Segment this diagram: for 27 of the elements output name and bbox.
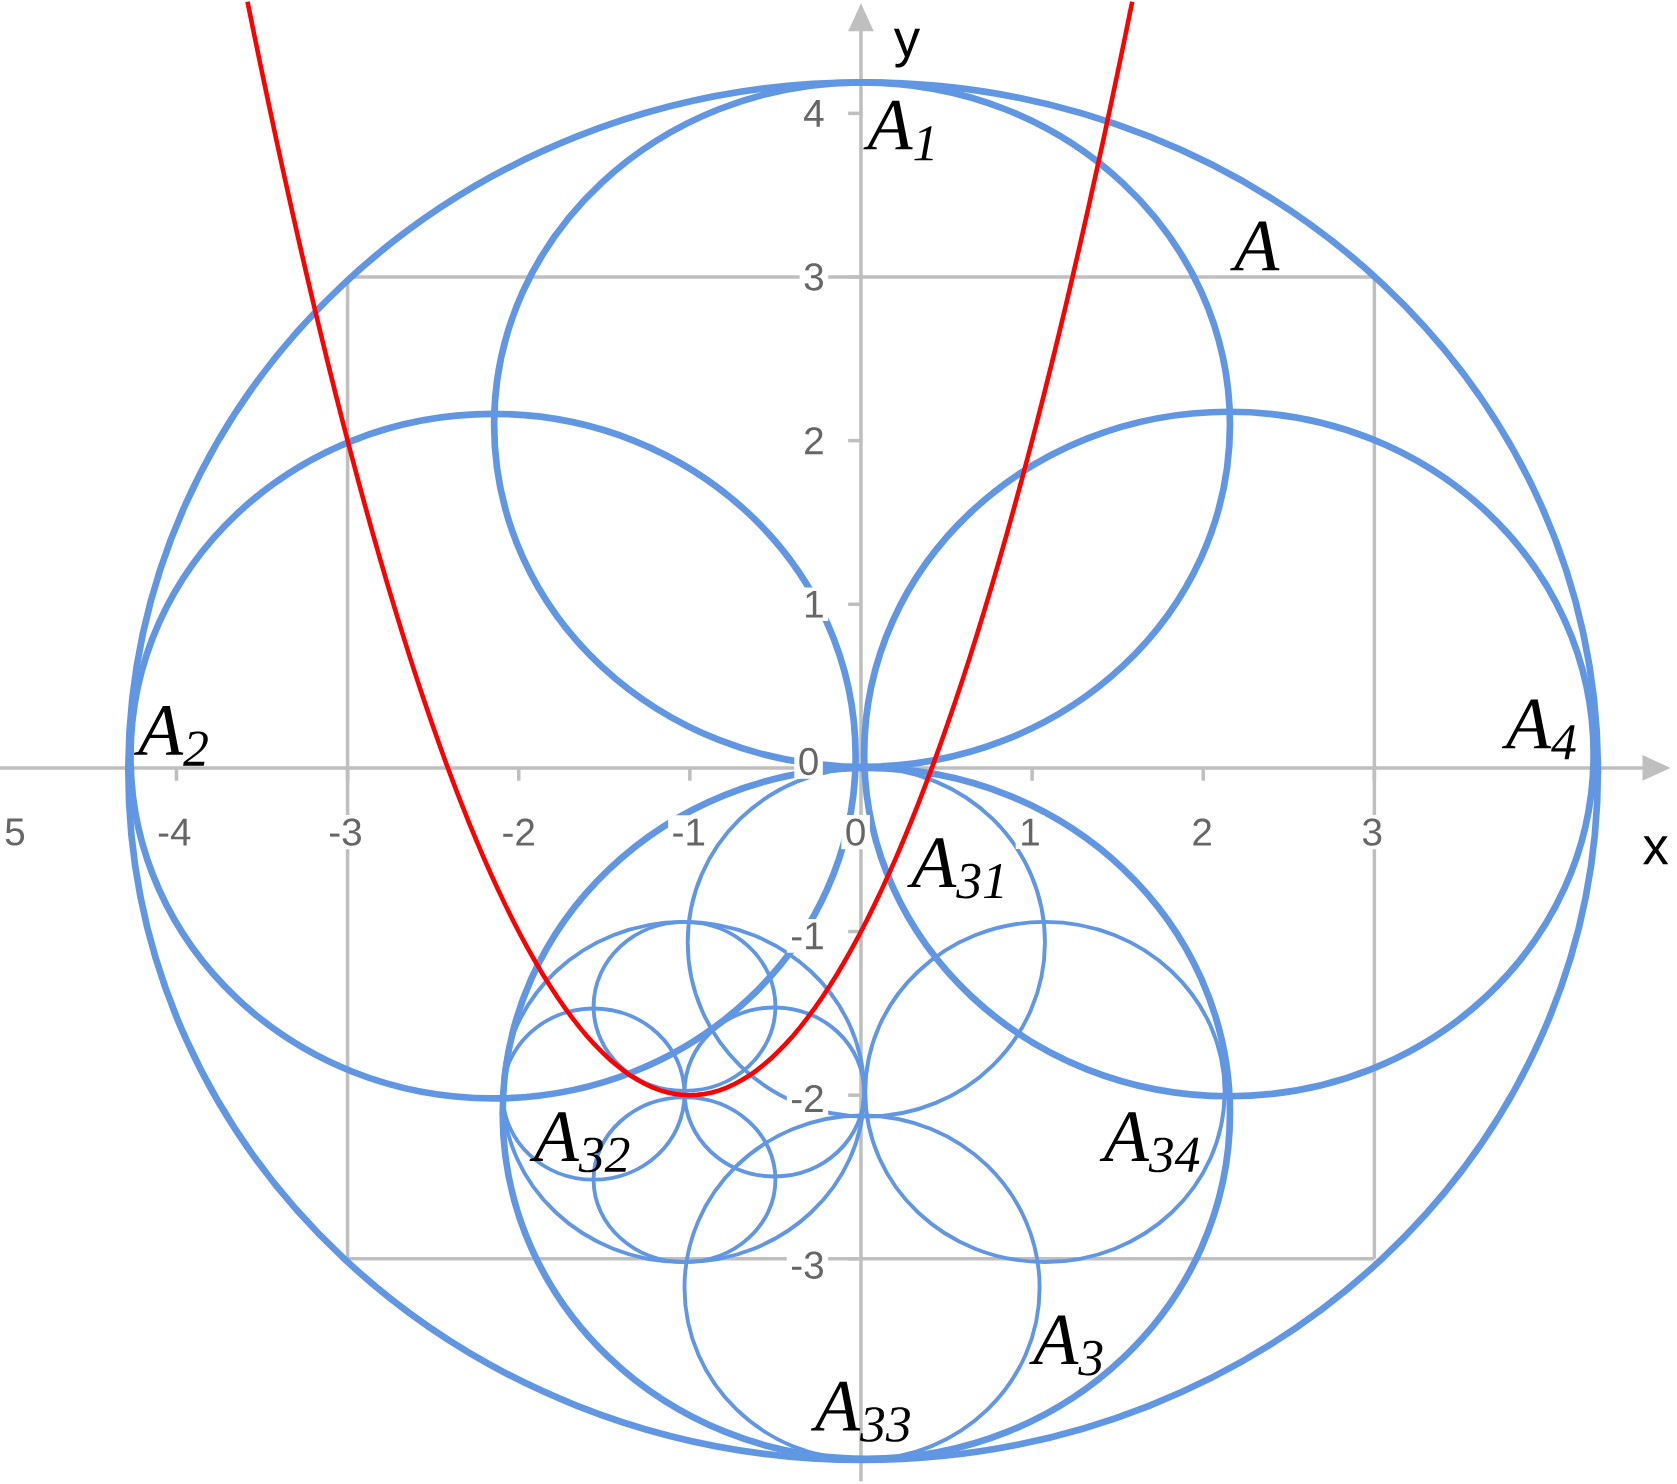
tick-label: 3 (799, 259, 829, 294)
tick-label: -3 (324, 814, 367, 850)
tick-label: 0 (841, 814, 870, 850)
curve-label: A$_{34}$ (1099, 1111, 1200, 1173)
tick-label: 4 (799, 96, 829, 130)
axis-label: y (893, 28, 921, 68)
axis-label: x (1643, 836, 1669, 864)
tick-label: -2 (498, 814, 540, 849)
tick-label: 3 (1357, 814, 1387, 850)
tick-label: 1 (1015, 815, 1045, 849)
tick-label: 2 (799, 423, 829, 458)
curve-label: A$_{31}$ (907, 838, 1003, 899)
curve-label: A$_{2}$ (134, 705, 208, 766)
tick-label: -3 (786, 1247, 829, 1283)
curve-label: A$_{1}$ (863, 100, 933, 161)
tick-label: 2 (1187, 814, 1217, 849)
tick-label: -1 (668, 815, 710, 849)
curve-label: A$_{3}$ (1029, 1315, 1103, 1376)
curve-label: A$_{33}$ (810, 1381, 910, 1442)
curve-label: A$_{4}$ (1501, 699, 1576, 759)
curve-label: A (1230, 221, 1280, 271)
tick-label: -4 (153, 815, 196, 849)
tick-label: -1 (786, 918, 829, 953)
tick-label: 5 (0, 814, 30, 849)
tick-label: -2 (786, 1081, 829, 1116)
tick-label: 1 (799, 587, 829, 621)
tick-label: 0 (794, 744, 823, 779)
